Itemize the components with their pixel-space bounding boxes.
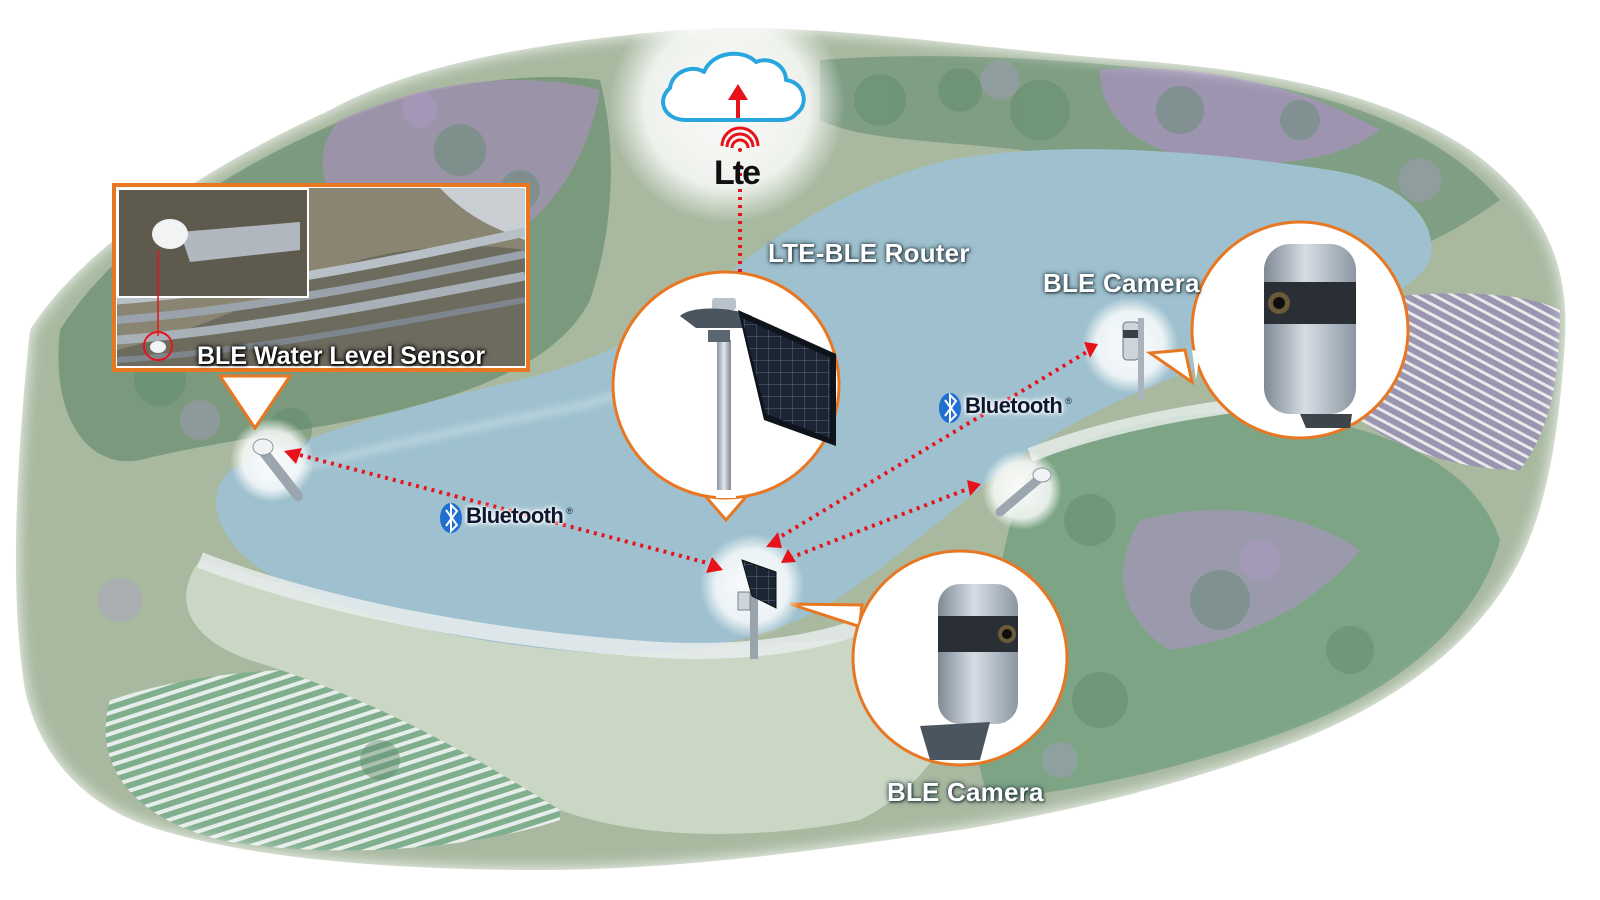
lte-logo: Lte [714, 154, 759, 193]
camera-bottom-label: BLE Camera [887, 777, 1044, 808]
camera-top-label: BLE Camera [1043, 268, 1200, 299]
registered-mark: ® [1065, 396, 1072, 406]
bluetooth-icon [939, 393, 961, 423]
water-sensor-map-marker [230, 418, 314, 502]
water-sensor-right-map-marker [982, 450, 1062, 530]
water-sensor-photo [117, 188, 525, 366]
water-sensor-label: BLE Water Level Sensor [197, 342, 485, 371]
router-label: LTE-BLE Router [768, 238, 970, 269]
bluetooth-link-label-right: Bluetooth ® [965, 393, 1072, 419]
registered-mark: ® [566, 506, 573, 516]
bluetooth-icon [440, 503, 462, 533]
bluetooth-link-label-left: Bluetooth ® [466, 503, 573, 529]
bluetooth-text: Bluetooth [466, 503, 563, 529]
bluetooth-text: Bluetooth [965, 393, 1062, 419]
camera-device-image [1264, 244, 1356, 428]
